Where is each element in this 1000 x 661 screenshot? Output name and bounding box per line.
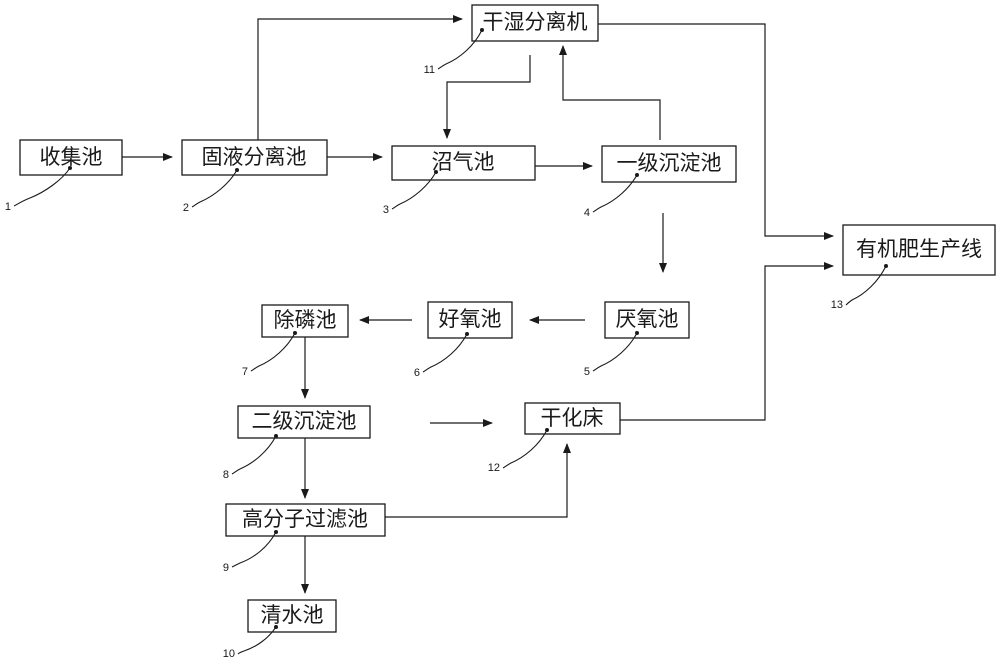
ref-leader-12: 12 [488,428,549,474]
node-dewatering-machine: 干湿分离机 [471,4,599,42]
node-label: 高分子过滤池 [242,507,368,531]
ref-number: 9 [223,562,229,574]
reference-labels: 1 2 3 4 11 13 5 [5,28,888,660]
ref-number: 5 [584,366,590,378]
ref-number: 4 [584,207,590,219]
ref-leader-11: 11 [424,28,484,76]
edges [122,15,834,594]
ref-leader-7: 7 [242,331,297,378]
ref-leader-6: 6 [414,332,469,379]
node-label: 清水池 [261,603,324,627]
ref-leader-4: 4 [584,173,639,219]
node-label: 二级沉淀池 [252,409,357,433]
ref-number: 1 [5,201,11,213]
ref-number: 8 [223,469,229,481]
edge-filter-to-drying-bed [385,443,571,518]
node-label: 干化床 [541,406,604,430]
node-primary-settling-tank: 一级沉淀池 [601,145,737,183]
ref-leader-2: 2 [183,168,239,214]
edge-dewatering-to-fertilizer [598,23,834,240]
ref-number: 12 [488,462,500,474]
node-phosphorus-removal-tank: 除磷池 [261,304,349,338]
ref-number: 3 [383,204,389,216]
ref-leader-13: 13 [831,264,888,311]
node-polymer-filter-tank: 高分子过滤池 [225,503,386,537]
node-label: 有机肥生产线 [856,237,982,261]
ref-number: 6 [414,367,420,379]
ref-number: 7 [242,366,248,378]
ref-leader-8: 8 [223,434,278,481]
ref-number: 11 [424,64,435,76]
edge-dewatering-to-biogas [443,55,531,139]
node-label: 干湿分离机 [483,10,588,34]
node-secondary-settling-tank: 二级沉淀池 [237,405,371,439]
node-label: 一级沉淀池 [617,151,722,175]
node-organic-fertilizer-line: 有机肥生产线 [842,224,996,276]
edge-drying-bed-to-fertilizer [620,262,834,421]
ref-number: 2 [183,202,189,214]
node-label: 沼气池 [432,150,495,174]
node-label: 好氧池 [439,307,502,331]
node-label: 厌氧池 [616,307,679,331]
node-label: 固液分离池 [202,145,307,169]
ref-number: 10 [223,648,235,660]
node-anaerobic-tank: 厌氧池 [604,301,690,339]
node-aerobic-tank: 好氧池 [427,301,513,339]
node-label: 收集池 [40,145,103,169]
edge-separation-to-dewatering [257,15,463,140]
ref-leader-9: 9 [223,530,278,574]
node-clear-water-tank: 清水池 [247,599,337,633]
ref-leader-5: 5 [584,331,639,378]
node-solid-liquid-separation-tank: 固液分离池 [181,139,328,176]
edge-primary-settling-to-dewatering [559,45,661,140]
node-biogas-digester: 沼气池 [391,145,536,181]
node-label: 除磷池 [274,308,337,332]
ref-leader-1: 1 [5,166,72,213]
node-drying-bed: 干化床 [524,402,621,435]
node-collection-tank: 收集池 [19,139,123,176]
ref-leader-3: 3 [383,170,438,216]
ref-leader-10: 10 [223,625,278,660]
ref-number: 13 [831,299,843,311]
